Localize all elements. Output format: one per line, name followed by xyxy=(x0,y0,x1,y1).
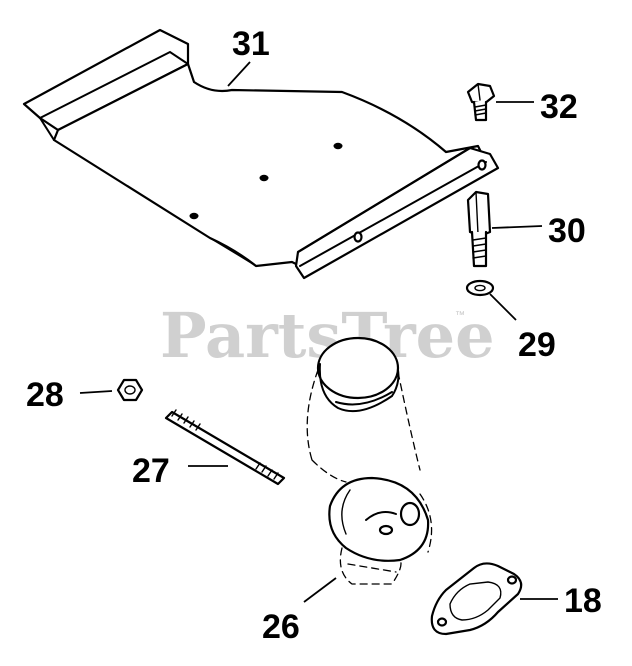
shield-hole xyxy=(333,142,343,150)
exhaust-elbow xyxy=(306,336,421,483)
shield-hole xyxy=(259,174,269,182)
part-29-washer[interactable] xyxy=(465,279,495,297)
watermark-trademark: ™ xyxy=(455,310,465,321)
callout-28: 28 xyxy=(26,376,64,414)
part-28-nut[interactable] xyxy=(116,378,144,402)
callout-26: 26 xyxy=(262,608,300,646)
part-32-bolt[interactable] xyxy=(466,82,496,122)
leader-lines xyxy=(79,61,558,603)
part-26-exhaust-flange[interactable] xyxy=(328,476,433,585)
callout-29: 29 xyxy=(518,326,556,364)
callout-27: 27 xyxy=(132,452,170,490)
callout-30: 30 xyxy=(548,212,586,250)
callout-18: 18 xyxy=(564,582,602,620)
part-30-spacer-stud[interactable] xyxy=(466,190,492,268)
flange-hole xyxy=(477,159,487,171)
part-31-heat-shield[interactable] xyxy=(22,28,500,280)
callouts: 31 32 30 29 28 27 26 18 xyxy=(26,25,602,646)
shield-hole xyxy=(189,212,199,220)
part-27-threaded-stud[interactable] xyxy=(164,409,286,486)
flange-hole xyxy=(353,231,363,243)
callout-32: 32 xyxy=(540,88,578,126)
callout-31: 31 xyxy=(232,25,270,63)
part-18-gasket[interactable] xyxy=(430,562,523,636)
